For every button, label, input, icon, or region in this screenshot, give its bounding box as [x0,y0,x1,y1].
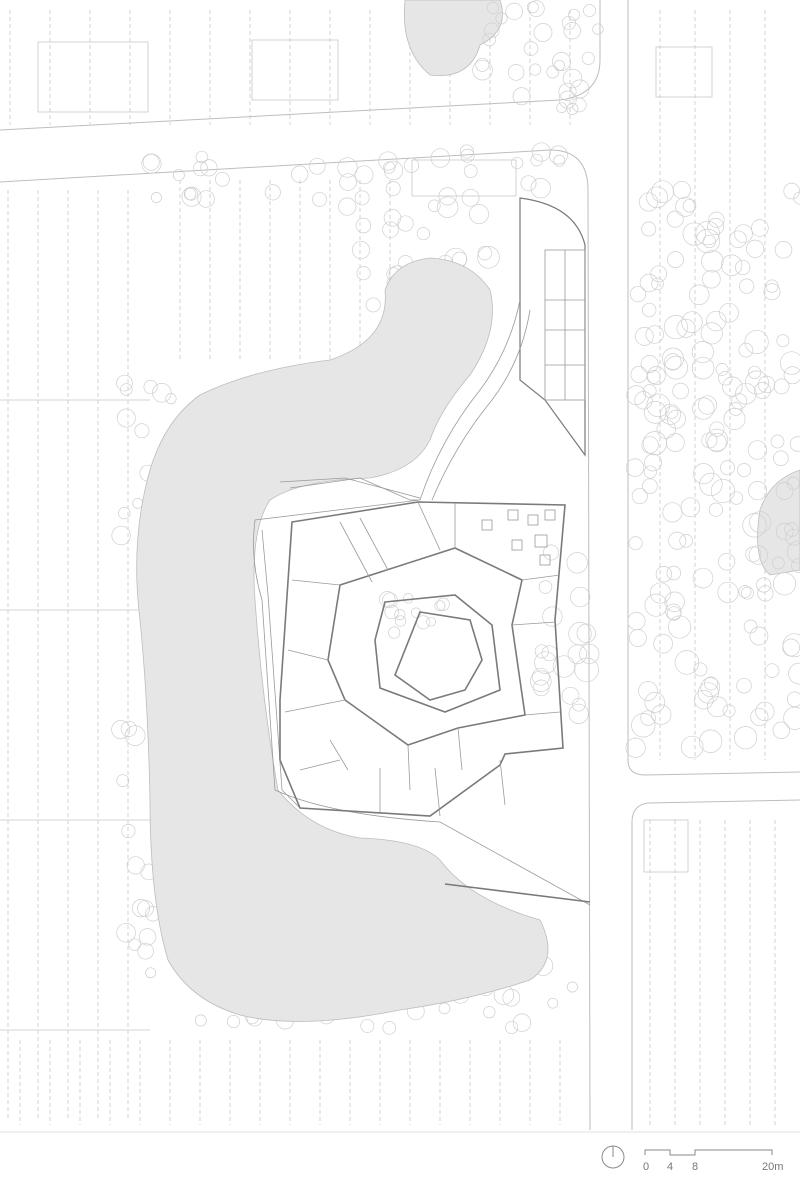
north-arrow-icon [601,1145,625,1169]
scale-tick-8: 8 [692,1161,698,1173]
scale-tick-20m: 20m [762,1161,783,1173]
scale-tick-4: 4 [667,1161,673,1173]
entrance-deck [419,197,586,501]
entrance-wall [444,883,591,903]
scale-tick-0: 0 [643,1161,649,1173]
farm-plots [0,0,800,1125]
scale-bar: 0 4 8 20m [643,1149,783,1173]
roads [0,0,800,1133]
pond [136,257,549,1022]
building-plan [253,477,591,906]
